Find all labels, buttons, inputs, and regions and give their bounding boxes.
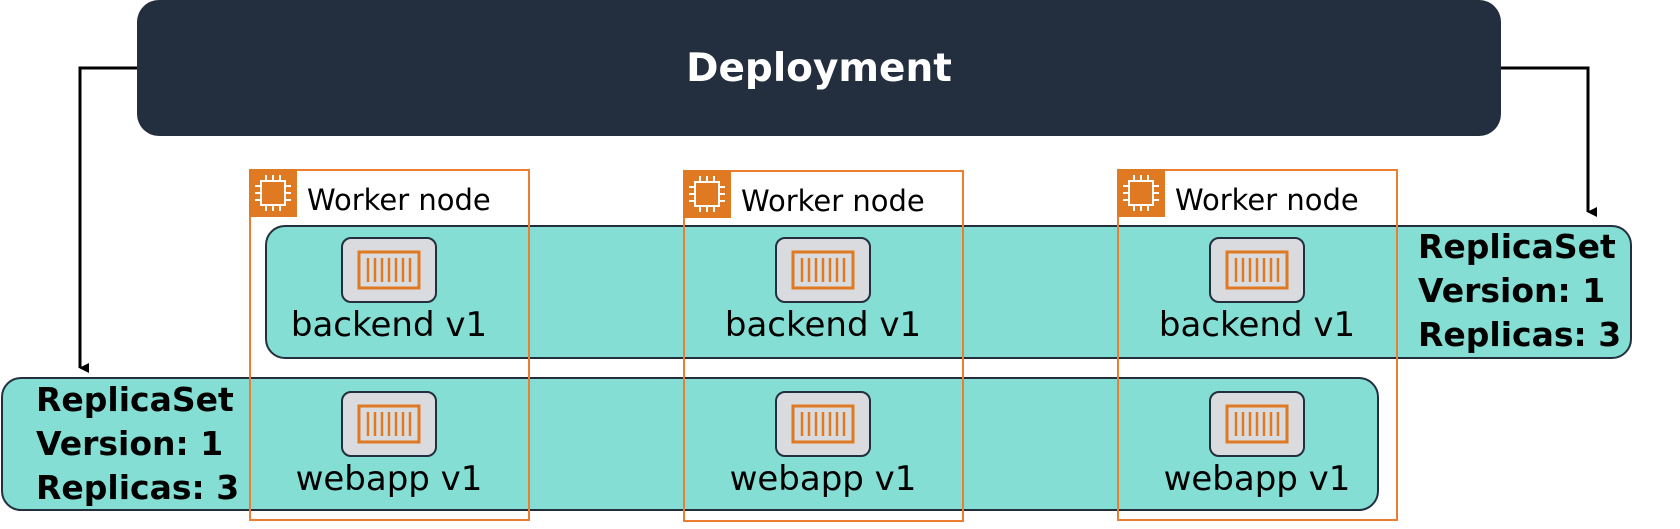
- worker-node-1: Worker node: [249, 169, 530, 521]
- replicaset-backend-band: [265, 225, 1632, 359]
- pod-label: webapp v1: [295, 459, 483, 499]
- container-icon: [1209, 237, 1305, 303]
- cpu-chip-icon: [1117, 169, 1165, 217]
- replicaset-webapp-label: ReplicaSet Version: 1 Replicas: 3: [36, 378, 239, 510]
- replicaset-backend-label: ReplicaSet Version: 1 Replicas: 3: [1418, 225, 1621, 357]
- pod-label: backend v1: [1158, 305, 1356, 345]
- container-icon: [1209, 391, 1305, 457]
- container-icon: [341, 237, 437, 303]
- replicaset-title: ReplicaSet: [1418, 227, 1616, 266]
- replicaset-webapp-band: [1, 377, 1379, 511]
- container-icon: [775, 237, 871, 303]
- pod-label: backend v1: [724, 305, 922, 345]
- worker-node-label: Worker node: [741, 184, 925, 218]
- cpu-chip-icon: [249, 169, 297, 217]
- pod-backend-3: backend v1: [1157, 237, 1357, 345]
- replicaset-replicas: Replicas: 3: [1418, 315, 1622, 354]
- container-icon: [775, 391, 871, 457]
- pod-label: webapp v1: [1163, 459, 1351, 499]
- pod-webapp-1: webapp v1: [289, 391, 489, 499]
- pod-label: webapp v1: [729, 459, 917, 499]
- worker-node-3: Worker node: [1117, 169, 1398, 521]
- arrow-to-backend-replicaset: [1501, 66, 1597, 217]
- deployment-label: Deployment: [686, 45, 952, 91]
- worker-node-2: Worker node: [683, 170, 964, 522]
- container-icon: [341, 391, 437, 457]
- deployment-box: Deployment: [137, 0, 1501, 136]
- pod-backend-1: backend v1: [289, 237, 489, 345]
- pod-webapp-3: webapp v1: [1157, 391, 1357, 499]
- replicaset-version: Version: 1: [36, 424, 224, 463]
- replicaset-title: ReplicaSet: [36, 380, 234, 419]
- replicaset-version: Version: 1: [1418, 271, 1606, 310]
- pod-label: backend v1: [290, 305, 488, 345]
- pod-backend-2: backend v1: [723, 237, 923, 345]
- cpu-chip-icon: [683, 170, 731, 218]
- worker-node-label: Worker node: [307, 183, 491, 217]
- pod-webapp-2: webapp v1: [723, 391, 923, 499]
- arrow-to-webapp-replicaset: [78, 66, 137, 373]
- replicaset-replicas: Replicas: 3: [36, 468, 240, 507]
- worker-node-label: Worker node: [1175, 183, 1359, 217]
